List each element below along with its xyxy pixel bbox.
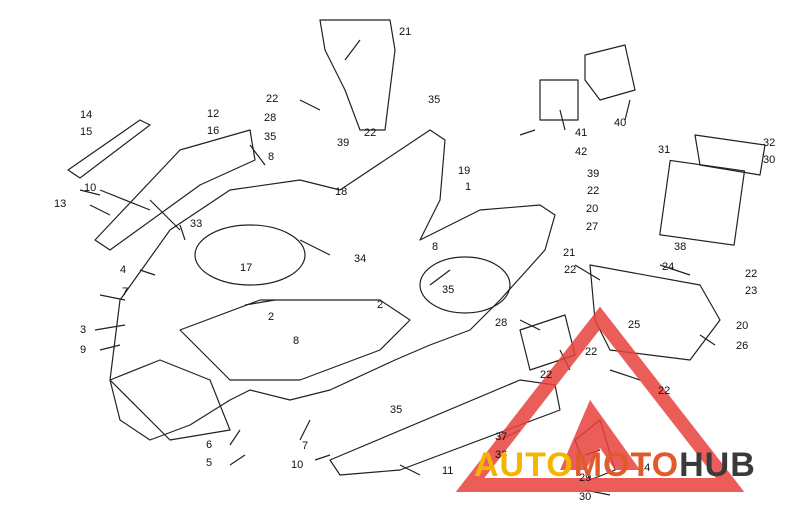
watermark-auto: AUTO <box>474 446 574 484</box>
callout-22h: 22 <box>658 385 671 397</box>
callout-21b: 21 <box>563 247 576 259</box>
callout-8c: 8 <box>432 241 439 253</box>
watermark-moto: MOTO <box>573 446 680 484</box>
callout-30b: 30 <box>579 491 592 503</box>
callout-8a: 8 <box>268 151 275 163</box>
callout-16: 16 <box>207 125 220 137</box>
callout-20b: 20 <box>736 320 749 332</box>
callout-39a: 39 <box>337 137 350 149</box>
callout-19: 19 <box>458 165 471 177</box>
callout-1: 1 <box>465 181 472 193</box>
callout-35d: 35 <box>390 404 403 416</box>
callout-33: 33 <box>190 218 203 230</box>
watermark-triangle <box>455 306 745 492</box>
callout-41: 41 <box>575 127 588 139</box>
callout-17: 17 <box>240 262 253 274</box>
callout-22f: 22 <box>585 346 598 358</box>
callout-35a: 35 <box>428 94 441 106</box>
callout-22e: 22 <box>745 268 758 280</box>
callout-30a: 30 <box>763 154 776 166</box>
callout-22g: 22 <box>540 369 553 381</box>
callout-42: 42 <box>575 146 588 158</box>
callout-7b: 7 <box>302 440 309 452</box>
bar-12 <box>94 129 256 251</box>
callout-36: 36 <box>495 449 508 461</box>
callout-5: 5 <box>206 457 213 469</box>
callout-27: 27 <box>586 221 599 233</box>
frame-opening-right <box>419 256 511 314</box>
callout-22d: 22 <box>564 264 577 276</box>
watermark-logo: AUTOMOTOHUB <box>474 448 756 482</box>
callout-15: 15 <box>80 126 93 138</box>
watermark-hub: HUB <box>679 446 756 484</box>
callout-14: 14 <box>80 109 93 121</box>
callout-21a: 21 <box>399 26 412 38</box>
callout-28a: 28 <box>264 112 277 124</box>
top-bracket <box>319 19 396 131</box>
callout-2b: 2 <box>377 299 384 311</box>
callout-29: 29 <box>579 472 592 484</box>
callout-4: 4 <box>120 264 127 276</box>
callout-22c: 22 <box>587 185 600 197</box>
callout-2a: 2 <box>268 311 275 323</box>
callout-34: 34 <box>354 253 367 265</box>
footrest-36 <box>329 379 561 476</box>
callout-31: 31 <box>658 144 671 156</box>
callout-22a: 22 <box>266 93 279 105</box>
right-assembly <box>589 264 721 361</box>
callout-13: 13 <box>54 198 67 210</box>
box-41 <box>539 79 579 121</box>
callout-12: 12 <box>207 108 220 120</box>
callout-6: 6 <box>206 439 213 451</box>
callout-24b: 24 <box>638 462 651 474</box>
callout-23: 23 <box>745 285 758 297</box>
callout-7a: 7 <box>122 286 129 298</box>
bar-14 <box>67 119 151 179</box>
callout-10a: 10 <box>84 182 97 194</box>
callout-28b: 28 <box>495 317 508 329</box>
frame-opening-left <box>194 224 306 286</box>
grille-31 <box>659 159 746 246</box>
frame-outline <box>109 129 556 441</box>
callout-22b: 22 <box>364 127 377 139</box>
callout-39b: 39 <box>587 168 600 180</box>
callout-32: 32 <box>763 137 776 149</box>
callout-10b: 10 <box>291 459 304 471</box>
callout-24a: 24 <box>662 261 675 273</box>
callout-11: 11 <box>442 465 454 477</box>
callout-40: 40 <box>614 117 627 129</box>
callout-8b: 8 <box>293 335 300 347</box>
callout-9: 9 <box>80 344 87 356</box>
callout-35c: 35 <box>442 284 455 296</box>
callout-35b: 35 <box>264 131 277 143</box>
callout-20a: 20 <box>586 203 599 215</box>
callout-37: 37 <box>495 431 508 443</box>
callout-3: 3 <box>80 324 87 336</box>
callout-38: 38 <box>674 241 687 253</box>
callout-26: 26 <box>736 340 749 352</box>
callout-25: 25 <box>628 319 641 331</box>
callout-18: 18 <box>335 186 348 198</box>
